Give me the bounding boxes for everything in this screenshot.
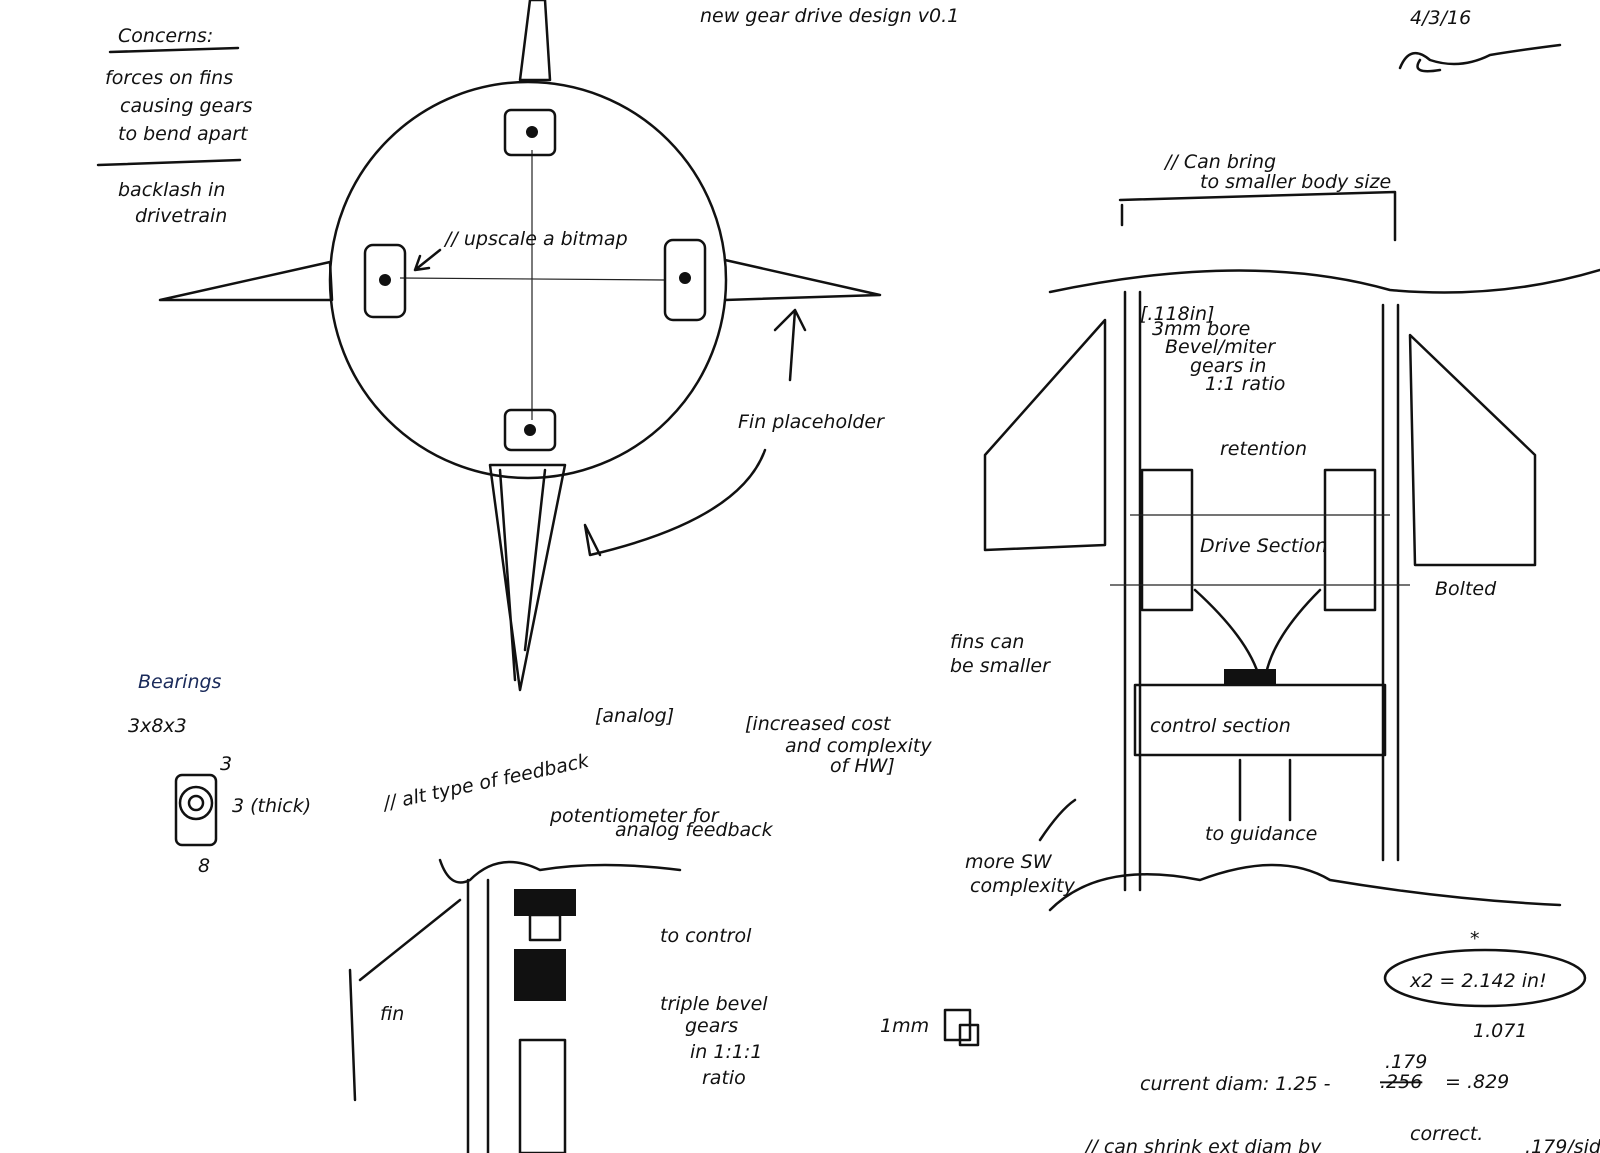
cost-note: of HW] xyxy=(830,755,895,777)
drive-section-label: Drive Section xyxy=(1200,535,1327,557)
per-side: .179/side xyxy=(1525,1136,1600,1153)
bearing-thick: 3 (thick) xyxy=(232,795,311,817)
date: 4/3/16 xyxy=(1410,7,1471,29)
bearings-label: Bearings xyxy=(138,671,222,693)
shrink-note: // can shrink ext diam by xyxy=(1083,1136,1322,1153)
concern-item: backlash in xyxy=(118,179,225,201)
triple-bevel-note: triple bevel xyxy=(660,993,768,1015)
triple-bevel-note: gears xyxy=(685,1015,738,1037)
half-diam: 1.071 xyxy=(1473,1020,1527,1042)
x2-result: x2 = 2.142 in! xyxy=(1409,970,1547,992)
gear-note: 1:1 ratio xyxy=(1205,373,1285,395)
top-view-diagram: // upscale a bitmap Fin placeholder xyxy=(158,0,885,692)
smaller-body-note: // Can bring xyxy=(1163,151,1276,173)
to-guidance-label: to guidance xyxy=(1205,823,1317,845)
potentiometer-note: potentiometer for xyxy=(549,805,720,827)
gear-note: 3mm bore xyxy=(1152,318,1250,340)
fin-placeholder-label: Fin placeholder xyxy=(738,411,885,433)
page-title: new gear drive design v0.1 xyxy=(700,5,959,27)
bearings-note: Bearings 3x8x3 3 3 (thick) 8 xyxy=(128,671,311,877)
side-view-diagram: // Can bring to smaller body size [.118i… xyxy=(950,151,1600,912)
triple-bevel-note: in 1:1:1 xyxy=(690,1041,762,1063)
current-diam-label: current diam: 1.25 - xyxy=(1140,1073,1331,1095)
old-subtract: .256 xyxy=(1380,1071,1422,1093)
mm-label: 1mm xyxy=(880,1015,929,1037)
concern-item: forces on fins xyxy=(105,67,233,89)
bolted-label: Bolted xyxy=(1435,578,1497,600)
control-section-label: control section xyxy=(1150,715,1291,737)
fin-label: fin xyxy=(380,1003,404,1025)
bore-label: [.118in] xyxy=(1140,303,1214,325)
concern-item: causing gears xyxy=(120,95,253,117)
smaller-body-note: to smaller body size xyxy=(1200,171,1391,193)
concerns-heading: Concerns: xyxy=(118,25,213,47)
upscale-note: // upscale a bitmap xyxy=(443,228,628,250)
bearings-size: 3x8x3 xyxy=(128,715,187,737)
sw-complexity-note: more SW xyxy=(965,851,1053,873)
correct-label: correct. xyxy=(1410,1123,1483,1145)
concerns-note: Concerns: forces on fins causing gears t… xyxy=(96,25,253,227)
gear-note: Bevel/miter xyxy=(1165,336,1276,358)
retention-label: retention xyxy=(1220,438,1307,460)
feedback-diagram: [analog] // alt type of feedback [increa… xyxy=(348,705,980,1153)
signature xyxy=(1398,43,1562,73)
potentiometer-note: analog feedback xyxy=(615,819,774,841)
cost-note: and complexity xyxy=(785,735,932,757)
diameter-calc: * x2 = 2.142 in! 1.071 current diam: 1.2… xyxy=(1083,928,1600,1153)
to-control-label: to control xyxy=(660,925,752,947)
cost-note: [increased cost xyxy=(745,713,892,735)
sw-complexity-note: complexity xyxy=(970,875,1076,897)
new-subtract: .179 xyxy=(1385,1051,1427,1073)
bearing-inner: 3 xyxy=(220,753,232,775)
bearing-outer: 8 xyxy=(198,855,210,877)
equals-result: = .829 xyxy=(1445,1071,1509,1093)
star-mark: * xyxy=(1470,928,1480,950)
concern-item: to bend apart xyxy=(118,123,249,145)
fins-smaller-note: fins can xyxy=(950,631,1024,653)
analog-label: [analog] xyxy=(595,705,674,727)
gear-note: gears in xyxy=(1190,355,1266,377)
fins-smaller-note: be smaller xyxy=(950,655,1051,677)
triple-bevel-note: ratio xyxy=(702,1067,746,1089)
concern-item: drivetrain xyxy=(135,205,227,227)
